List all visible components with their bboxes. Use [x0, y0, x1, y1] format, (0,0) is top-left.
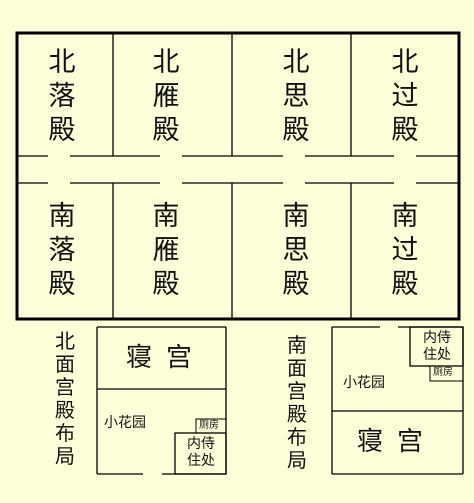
hall-char: 北 [152, 46, 180, 78]
hall-char: 思 [282, 80, 310, 112]
hall-south-yan: 南 雁 殿 [146, 199, 186, 301]
title-char: 布 [287, 424, 307, 449]
hall-char: 殿 [391, 268, 419, 300]
title-char: 面 [55, 351, 75, 376]
hall-char: 殿 [282, 114, 310, 146]
south-plan-lines [331, 326, 464, 475]
hall-north-yan: 北 雁 殿 [146, 45, 186, 147]
quarters-line: 内侍 [187, 436, 215, 452]
title-char: 宫 [55, 374, 75, 399]
hall-north-guo: 北 过 殿 [385, 45, 425, 147]
title-char: 宫 [287, 378, 307, 403]
north-plan-lines [96, 326, 227, 475]
hall-char: 南 [152, 200, 180, 232]
title-char: 面 [287, 355, 307, 380]
title-char: 南 [287, 332, 307, 357]
hall-char: 北 [282, 46, 310, 78]
hall-char: 落 [48, 234, 76, 266]
hall-char: 殿 [48, 268, 76, 300]
hall-char: 雁 [152, 80, 180, 112]
hall-char: 思 [282, 234, 310, 266]
hall-char: 殿 [391, 114, 419, 146]
hall-south-guo: 南 过 殿 [385, 199, 425, 301]
hall-char: 过 [391, 80, 419, 112]
hall-char: 雁 [152, 234, 180, 266]
north-kitchen-label: 厕房 [199, 420, 219, 431]
hall-south-si: 南 思 殿 [276, 199, 316, 301]
title-char: 殿 [55, 397, 75, 422]
hall-char: 北 [48, 46, 76, 78]
title-char: 布 [55, 420, 75, 445]
hall-char: 殿 [152, 268, 180, 300]
south-kitchen-label: 厕房 [433, 367, 453, 378]
hall-north-luo: 北 落 殿 [42, 45, 82, 147]
north-plan-title: 北 面 宫 殿 布 局 [50, 329, 80, 467]
hall-char: 北 [391, 46, 419, 78]
hall-char: 过 [391, 234, 419, 266]
hall-char: 殿 [48, 114, 76, 146]
north-bedroom-label: 寝宫 [126, 343, 207, 373]
south-attendant-quarters-label: 内侍 住处 [417, 330, 457, 364]
hall-char: 殿 [152, 114, 180, 146]
quarters-line: 住处 [423, 347, 451, 363]
hall-char: 落 [48, 80, 76, 112]
title-char: 北 [55, 328, 75, 353]
north-attendant-quarters-label: 内侍 住处 [181, 436, 221, 470]
hall-char: 南 [391, 200, 419, 232]
quarters-line: 内侍 [423, 330, 451, 346]
south-plan-title: 南 面 宫 殿 布 局 [282, 333, 312, 471]
north-garden-label: 小花园 [104, 415, 146, 431]
hall-south-luo: 南 落 殿 [42, 199, 82, 301]
halls-outer-frame [15, 31, 461, 321]
title-char: 局 [287, 447, 307, 472]
hall-char: 南 [282, 200, 310, 232]
south-garden-label: 小花园 [343, 375, 385, 391]
hall-char: 殿 [282, 268, 310, 300]
hall-char: 南 [48, 200, 76, 232]
hall-north-si: 北 思 殿 [276, 45, 316, 147]
quarters-line: 住处 [187, 453, 215, 469]
south-bedroom-label: 寝宫 [357, 427, 438, 457]
title-char: 殿 [287, 401, 307, 426]
title-char: 局 [55, 443, 75, 468]
